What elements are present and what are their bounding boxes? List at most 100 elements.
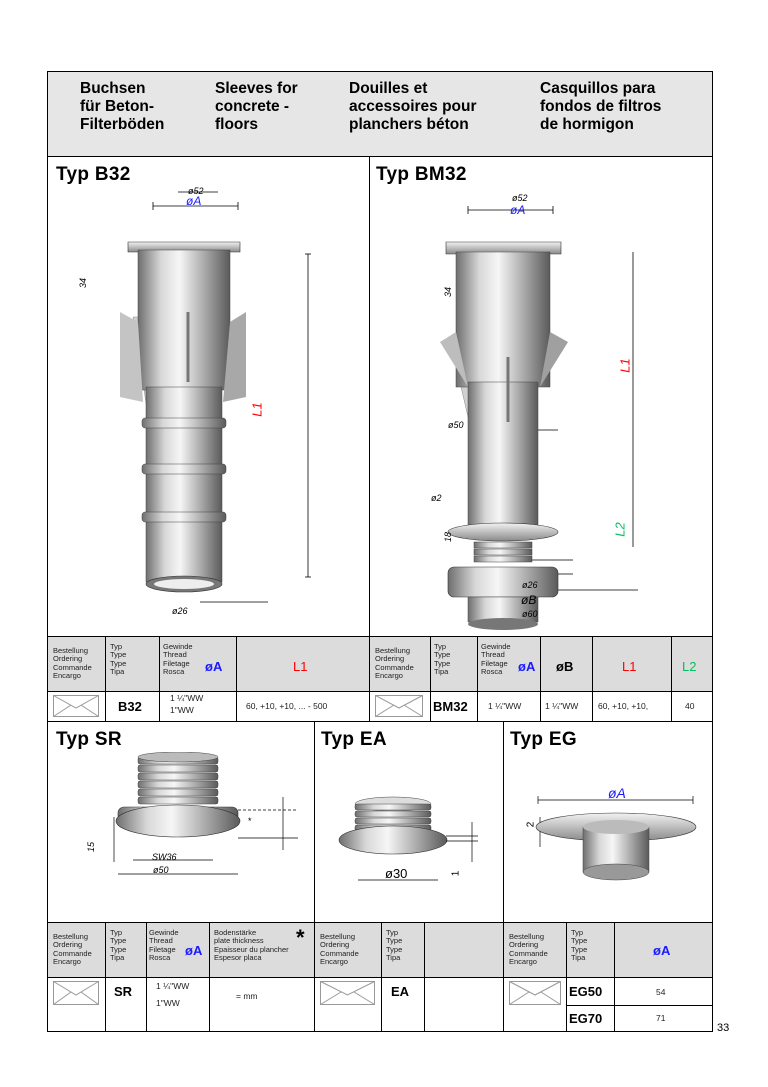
b32-dim-34: 34 [78,277,89,289]
header-french: Douilles et accessoires pour planchers b… [349,80,477,133]
b32-col-type: Typ Type Type Tipa [110,642,127,677]
bm32-dim-d60: ø60 [522,609,538,619]
divider [159,637,160,721]
sr-dim-sw: SW36 [152,852,177,862]
b32-col-order: Bestellung Ordering Commande Encargo [53,646,92,681]
divider [48,636,712,637]
ea-title: Typ EA [321,729,387,750]
eg-dim-2: 2 [525,821,537,828]
bm32-dim-dB: øB [521,593,537,607]
bm32-col-order: Bestellung Ordering Commande Encargo [375,646,414,681]
divider [566,1005,712,1006]
envelope-icon[interactable] [375,695,423,717]
bm32-dim-d52: ø52 [512,193,528,203]
b32-col-L1: L1 [293,659,308,674]
sr-row-thread: 1 ¼"WW 1"WW [156,981,190,1008]
bm32-row-L2: 40 [685,701,695,711]
b32-dim-d52: ø52 [188,186,204,196]
b32-row-code: B32 [118,699,142,714]
bm32-dim-34: 34 [443,286,454,298]
ea-ring-drawing [338,796,478,881]
divider [424,923,425,1031]
sr-col-star: * [296,925,305,950]
sr-row-thickness: = mm [236,991,258,1001]
envelope-icon[interactable] [53,695,99,717]
bm32-dim-18: 18 [443,531,454,543]
divider [48,691,712,692]
bm32-sleeve-drawing [440,206,638,630]
divider [592,637,593,721]
bm32-dim-dA: øA [510,203,526,217]
divider [369,156,370,721]
bm32-row-code: BM32 [433,699,468,714]
divider [105,637,106,721]
b32-table-header-bg [48,637,369,691]
divider [146,923,147,1031]
sr-dim-d50: ø50 [153,865,169,875]
sr-col-thickness: Bodenstärke plate thickness Epaisseur du… [214,928,289,963]
divider [503,721,504,1031]
sr-dim-15: 15 [86,841,97,853]
eg-row-code: EG50 [569,984,603,999]
ea-dim-1: 1 [450,870,462,877]
bm32-dim-d26: ø26 [522,580,538,590]
bm32-table-header-bg [370,637,712,691]
sr-col-order: Bestellung Ordering Commande Encargo [53,932,92,967]
b32-row-L1: 60, +10, +10, ... - 500 [246,701,328,711]
b32-dim-d26: ø26 [172,606,188,616]
header-band: Buchsen für Beton- Filterböden Sleeves f… [48,72,712,157]
sr-dim-star: * [248,816,252,826]
bm32-row-L1: 60, +10, +10, [598,701,649,711]
eg-col-order: Bestellung Ordering Commande Encargo [509,932,548,967]
sr-col-dA: øA [185,943,203,958]
sr-row-code: SR [114,984,133,999]
eg-row-code: EG70 [569,1011,603,1026]
bm32-col-L2: L2 [682,659,697,674]
header-german: Buchsen für Beton- Filterböden [80,80,165,133]
b32-dim-dA: øA [186,194,202,208]
eg-col-type: Typ Type Type Tipa [571,928,588,963]
page-number: 33 [717,1022,730,1034]
divider [477,637,478,721]
header-english: Sleeves for concrete - floors [215,80,298,133]
b32-title: Typ B32 [56,164,131,185]
eg-title: Typ EG [510,729,577,750]
eg-dim-dA: øA [608,785,626,801]
envelope-icon[interactable] [53,981,99,1005]
eg-ring-drawing [535,796,697,881]
ea-dim-d30: ø30 [385,866,408,881]
b32-row-thread: 1 ¼"WW 1"WW [170,693,204,715]
ea-row-code: EA [391,984,410,999]
divider [314,721,315,1031]
eg-row-value: 54 [656,987,666,997]
datasheet-frame: Buchsen für Beton- Filterböden Sleeves f… [47,71,713,1032]
bm32-dim-L1: L1 [617,358,633,373]
divider [105,923,106,1031]
bm32-title: Typ BM32 [376,164,467,185]
b32-col-thread: Gewinde Thread Filetage Rosca [163,642,193,677]
divider [540,637,541,721]
sr-col-type: Typ Type Type Tipa [110,928,127,963]
bm32-col-dA: øA [518,659,536,674]
eg-col-dA: øA [653,943,671,958]
b32-dim-L1: L1 [249,402,265,417]
bm32-col-type: Typ Type Type Tipa [434,642,451,677]
bm32-row-thread: 1 ¼"WW [488,701,522,711]
sr-nut-drawing [113,752,298,875]
divider [430,637,431,721]
b32-col-dA: øA [205,659,223,674]
eg-table-header-bg [504,923,712,977]
ea-col-order: Bestellung Ordering Commande Encargo [320,932,359,967]
divider [381,923,382,1031]
envelope-icon[interactable] [509,981,561,1005]
envelope-icon[interactable] [320,981,375,1005]
divider [671,637,672,721]
divider [236,637,237,721]
bm32-dim-d2: ø2 [431,493,442,503]
bm32-col-L1: L1 [622,659,637,674]
bm32-dim-L2: L2 [612,522,628,537]
header-spanish: Casquillos para fondos de filtros de hor… [540,80,662,133]
divider [48,922,712,923]
sr-table-header-bg [48,923,314,977]
b32-sleeve-drawing [120,191,311,603]
